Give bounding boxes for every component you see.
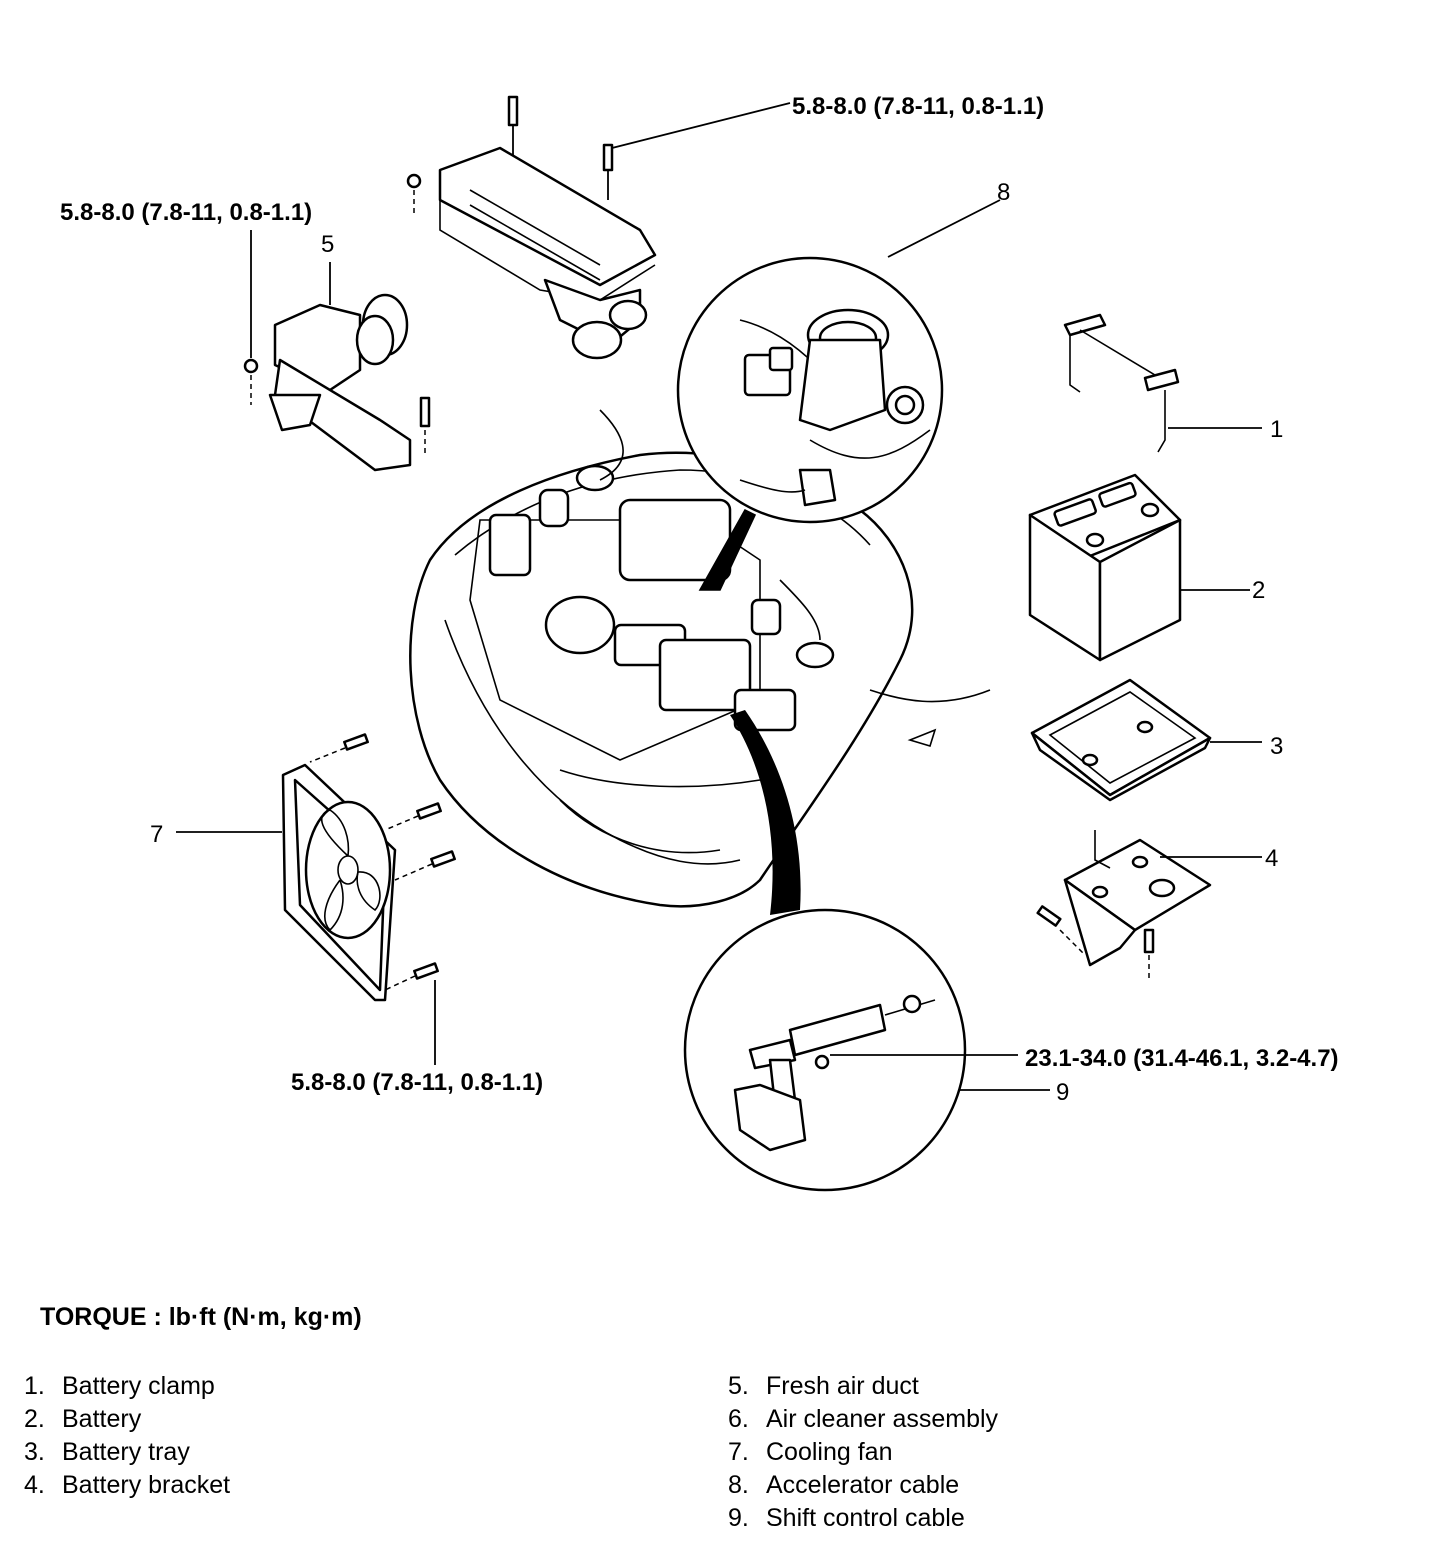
legend-label: Battery <box>62 1405 142 1433</box>
legend-label: Air cleaner assembly <box>766 1405 999 1433</box>
callout-3: 3 <box>1270 733 1283 760</box>
torque-air-cleaner-bolt: 5.8-8.0 (7.8-11, 0.8-1.1) <box>792 93 1044 120</box>
legend-number: 6. <box>728 1405 749 1433</box>
air-cleaner-assembly <box>406 95 791 360</box>
callout-7: 7 <box>150 821 163 848</box>
legend-item: 4. Battery bracket <box>24 1469 230 1502</box>
legend-item: 3. Battery tray <box>24 1436 230 1469</box>
callout-5: 5 <box>321 231 334 258</box>
legend-label: Accelerator cable <box>766 1471 960 1499</box>
parts-legend-right: 5.Fresh air duct 6.Air cleaner assembly … <box>728 1370 998 1535</box>
legend-number: 8. <box>728 1471 749 1499</box>
legend-number: 3. <box>24 1438 45 1466</box>
callout-1: 1 <box>1270 416 1283 443</box>
battery-bracket <box>1036 830 1262 980</box>
legend-item: 6. Air cleaner assembly <box>728 1403 998 1436</box>
callout-8: 8 <box>997 179 1010 206</box>
legend-number: 7. <box>728 1438 749 1466</box>
legend-item: 1. Battery clamp <box>24 1370 230 1403</box>
callout-4: 4 <box>1265 845 1278 872</box>
callout-9: 9 <box>1056 1079 1069 1106</box>
parts-legend-left: 1. Battery clamp 2. Battery 3. Battery tray… <box>24 1370 230 1502</box>
legend-label: Battery tray <box>62 1438 190 1466</box>
legend-label: Shift control cable <box>766 1504 965 1532</box>
legend-number: 9. <box>728 1504 749 1532</box>
battery-tray <box>1030 678 1262 802</box>
legend-item: 7. Cooling fan <box>728 1436 998 1469</box>
legend-number: 4. <box>24 1471 45 1499</box>
torque-duct-nut: 5.8-8.0 (7.8-11, 0.8-1.1) <box>60 199 312 226</box>
detail-circle-shift-control-cable <box>683 710 1050 1192</box>
legend-item: 2. Battery <box>24 1403 230 1436</box>
legend-item: 8. Accelerator cable <box>728 1469 998 1502</box>
torque-fan-bolt: 5.8-8.0 (7.8-11, 0.8-1.1) <box>291 1069 543 1096</box>
callout-2: 2 <box>1252 577 1265 604</box>
torque-shift-cable-nut: 23.1-34.0 (31.4-46.1, 3.2-4.7) <box>1025 1045 1339 1072</box>
fresh-air-duct <box>243 230 431 472</box>
legend-label: Battery clamp <box>62 1372 215 1400</box>
legend-label: Cooling fan <box>766 1438 893 1466</box>
battery <box>1028 473 1250 662</box>
legend-label: Battery bracket <box>62 1471 231 1499</box>
legend-item: 5. Fresh air duct <box>728 1370 998 1403</box>
battery-clamp <box>1063 313 1262 453</box>
engine-compartment <box>409 409 991 908</box>
legend-label: Fresh air duct <box>766 1372 919 1400</box>
detail-circle-accelerator-cable <box>676 199 1001 591</box>
cooling-fan <box>176 733 456 1065</box>
torque-unit-heading: TORQUE : lb·ft (N·m, kg·m) <box>40 1303 362 1331</box>
legend-item: 9. Shift control cable <box>728 1502 998 1535</box>
legend-number: 1. <box>24 1372 45 1400</box>
legend-number: 2. <box>24 1405 45 1433</box>
legend-number: 5. <box>728 1372 749 1400</box>
